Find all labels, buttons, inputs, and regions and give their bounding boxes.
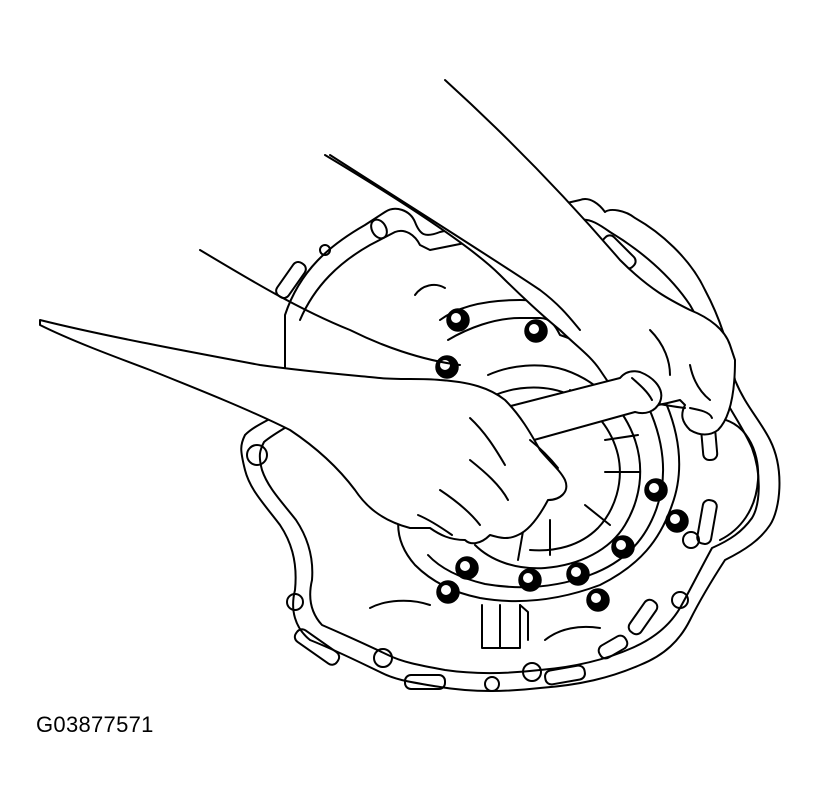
bolt-10 [436, 580, 460, 604]
bolt-9 [455, 556, 479, 580]
right-hand [324, 79, 736, 436]
wrench [494, 370, 663, 449]
bolt-7 [566, 562, 590, 586]
bolt-6 [611, 535, 635, 559]
bolt-11 [586, 588, 610, 612]
figure-id-label: G03877571 [36, 712, 154, 737]
bolts [435, 308, 689, 612]
bolt-5 [665, 509, 689, 533]
bolt-4 [644, 478, 668, 502]
bolt-3 [435, 355, 459, 379]
left-hand [39, 249, 568, 545]
bolt-1 [446, 308, 470, 332]
transmission-housing [240, 198, 781, 692]
bolt-8 [518, 568, 542, 592]
bolt-2 [524, 319, 548, 343]
